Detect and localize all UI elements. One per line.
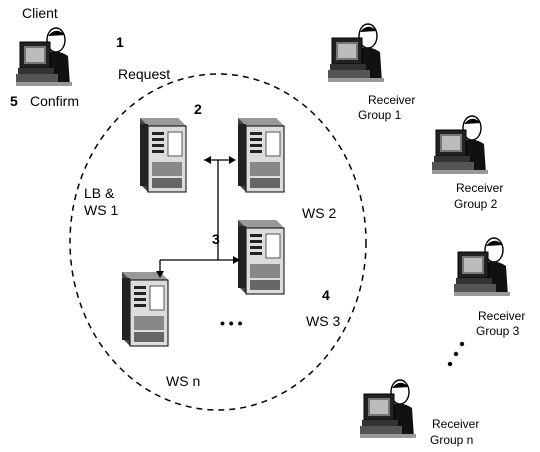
step-5-number: 5 <box>10 93 18 109</box>
server-label-ws3: WS 3 <box>306 313 340 329</box>
cluster-boundary <box>69 73 367 411</box>
step-1-number: 1 <box>116 34 124 50</box>
receiver-group-n-line2: Group n <box>430 433 473 447</box>
receiver-group-1-line2: Group 1 <box>358 108 402 122</box>
receiver-group-n-workstation <box>359 379 417 439</box>
receiver-group-1-workstation <box>327 23 385 83</box>
confirm-label: Confirm <box>30 93 79 109</box>
receiver-group-3-line1: Receiver <box>478 309 525 323</box>
step-4-number: 4 <box>322 287 330 303</box>
receiver-group-2-workstation <box>431 115 489 175</box>
servers-ellipsis: • • • <box>220 315 243 331</box>
step-3-number: 3 <box>212 231 220 247</box>
client-workstation <box>15 27 73 87</box>
request-label: Request <box>118 66 170 82</box>
server-wsn <box>121 271 169 347</box>
receiver-group-3-workstation <box>453 237 511 297</box>
server-ws2 <box>237 117 285 193</box>
client-label: Client <box>22 5 58 21</box>
server-label-ws2: WS 2 <box>302 205 336 221</box>
receiver-group-n-line1: Receiver <box>432 417 479 431</box>
server-label-wsn: WS n <box>166 373 200 389</box>
receiver-group-2-line2: Group 2 <box>454 197 498 211</box>
receiver-group-2-line1: Receiver <box>456 181 503 195</box>
server-lb-ws1 <box>139 117 187 193</box>
receivers-ellipsis <box>447 341 465 367</box>
arrowheads <box>156 156 240 278</box>
receiver-group-3-line2: Group 3 <box>476 324 520 338</box>
server-label-lb-ws1-line1: LB & <box>84 185 115 201</box>
server-ws3 <box>237 219 285 295</box>
step-2-number: 2 <box>194 101 202 117</box>
receiver-group-1-line1: Receiver <box>368 93 415 107</box>
server-label-lb-ws1-line2: WS 1 <box>84 202 118 218</box>
